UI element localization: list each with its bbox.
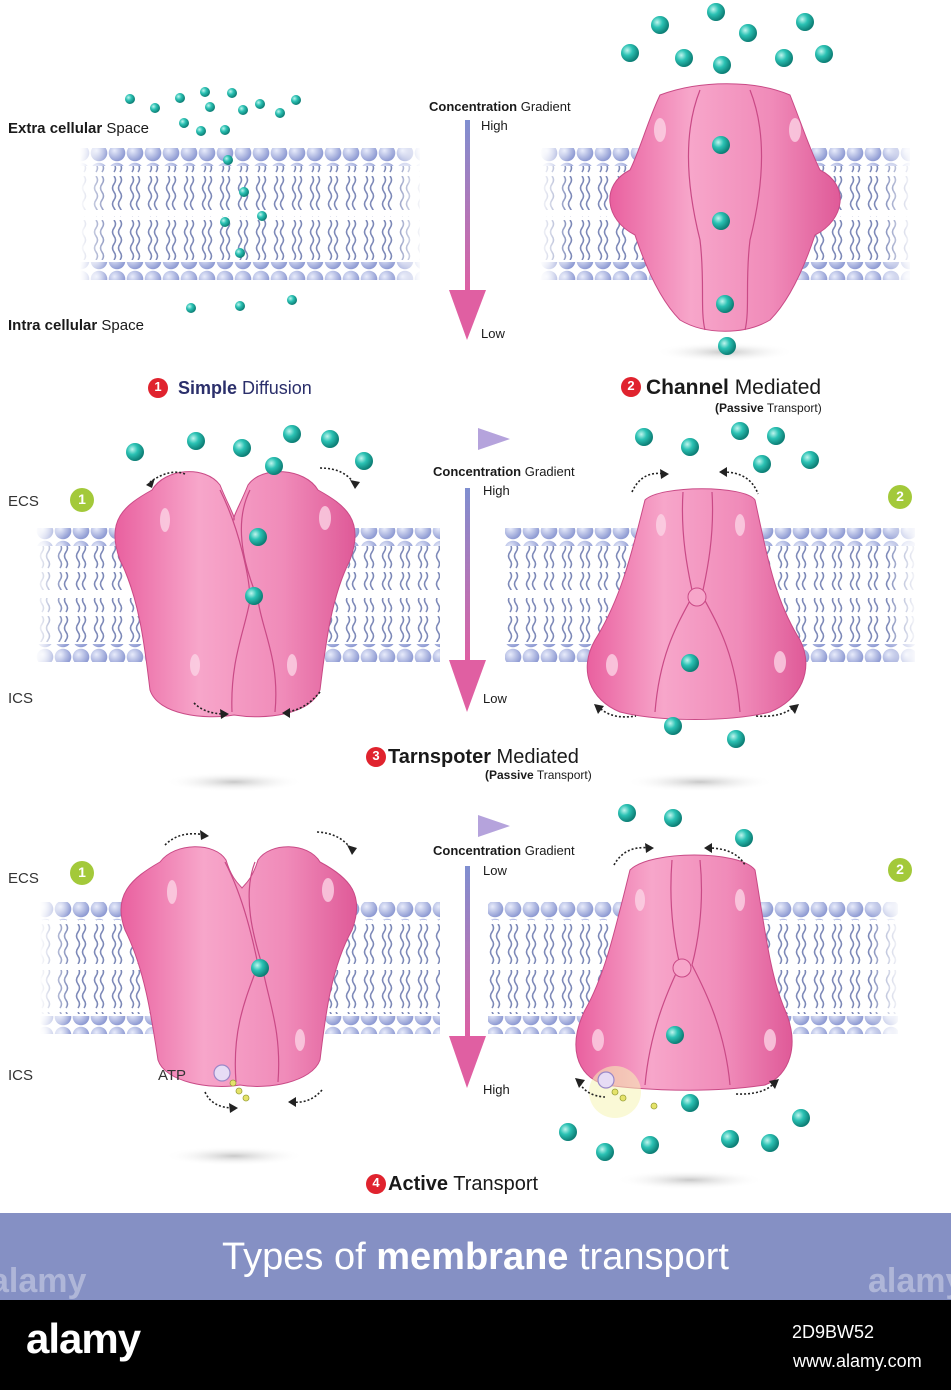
transporter-mediated-subtitle: (Passive Transport) — [485, 768, 592, 782]
step-badge-2 — [888, 858, 912, 882]
channel-mediated-subtitle: (Passive Transport) — [715, 401, 822, 415]
gradient3-top: Low — [483, 863, 507, 878]
page-title: Types of membrane transport — [222, 1236, 729, 1278]
gradient3-bottom: High — [483, 1082, 510, 1097]
gradient-arrow-1 — [449, 120, 486, 340]
title-bar — [0, 1213, 951, 1300]
shadow — [615, 1170, 765, 1190]
transporter-open-inside — [586, 488, 807, 720]
gradient-arrow-3 — [449, 866, 486, 1088]
ecs-label: ECS — [8, 493, 39, 510]
membrane-panel1 — [80, 145, 422, 285]
watermark: alamy — [0, 1262, 87, 1300]
badge-4 — [366, 1174, 386, 1194]
gradient2-top: High — [483, 483, 510, 498]
simple-diffusion-title: Simple Diffusion — [178, 378, 312, 398]
badge-4-number: 4 — [372, 1175, 380, 1190]
adp-icon — [589, 1066, 658, 1118]
image-id: 2D9BW52 — [792, 1322, 875, 1342]
atp-icon — [213, 1064, 250, 1102]
molecules — [125, 3, 833, 1161]
membrane-transport-diagram — [35, 3, 917, 1194]
intracellular-label: Intra cellular Space — [8, 317, 144, 334]
badge-2 — [621, 377, 641, 397]
gradient1-top: High — [481, 118, 508, 133]
active-transport-title: Active Transport — [388, 1173, 539, 1195]
channel-mediated-title: Channel Mediated — [646, 376, 822, 399]
gradient3-label: Concentration Gradient — [433, 843, 575, 858]
shadow — [164, 772, 304, 792]
badge-3-number: 3 — [372, 748, 380, 763]
atp-label: ATP — [158, 1067, 187, 1084]
gradient1-bottom: Low — [481, 326, 505, 341]
brand-logo: alamy — [26, 1315, 141, 1362]
watermark: alamy — [868, 1262, 951, 1300]
gradient2-bottom: Low — [483, 691, 507, 706]
transporter-open-outside — [114, 471, 356, 718]
ecs-label: ECS — [8, 870, 39, 887]
footer-bar — [0, 1300, 951, 1390]
progression-arrow-3 — [406, 428, 510, 450]
progression-arrow-4 — [406, 815, 510, 837]
step-badge-2 — [888, 485, 912, 509]
step-2-label: 2 — [896, 488, 904, 504]
badge-1 — [148, 378, 168, 398]
motion-arrow-heads — [146, 467, 799, 1113]
gradient1-label: Concentration Gradient — [429, 99, 571, 114]
transporter-mediated-title: Tarnspoter Mediated — [388, 746, 579, 768]
pump-open-outside — [120, 846, 358, 1087]
step-badge-1 — [70, 861, 94, 885]
ics-label: ICS — [8, 690, 34, 707]
step-1-label: 1 — [78, 864, 86, 880]
pump-open-inside — [575, 854, 793, 1091]
badge-3 — [366, 747, 386, 767]
ics-label: ICS — [8, 1067, 34, 1084]
extracellular-label: Extra cellular Space — [8, 120, 149, 137]
site-url: www.alamy.com — [793, 1351, 922, 1371]
step-badge-1 — [70, 488, 94, 512]
gradient2-label: Concentration Gradient — [433, 464, 575, 479]
membrane-panel2 — [540, 145, 912, 285]
shadow — [164, 1146, 304, 1166]
motion-arrows — [149, 467, 796, 1109]
badge-1-number: 1 — [154, 379, 162, 394]
shadow — [625, 772, 775, 792]
channel-protein — [609, 83, 841, 332]
step-1-label: 1 — [78, 491, 86, 507]
step-2-label: 2 — [896, 861, 904, 877]
badge-2-number: 2 — [627, 378, 635, 393]
gradient-arrow-2 — [449, 488, 486, 712]
